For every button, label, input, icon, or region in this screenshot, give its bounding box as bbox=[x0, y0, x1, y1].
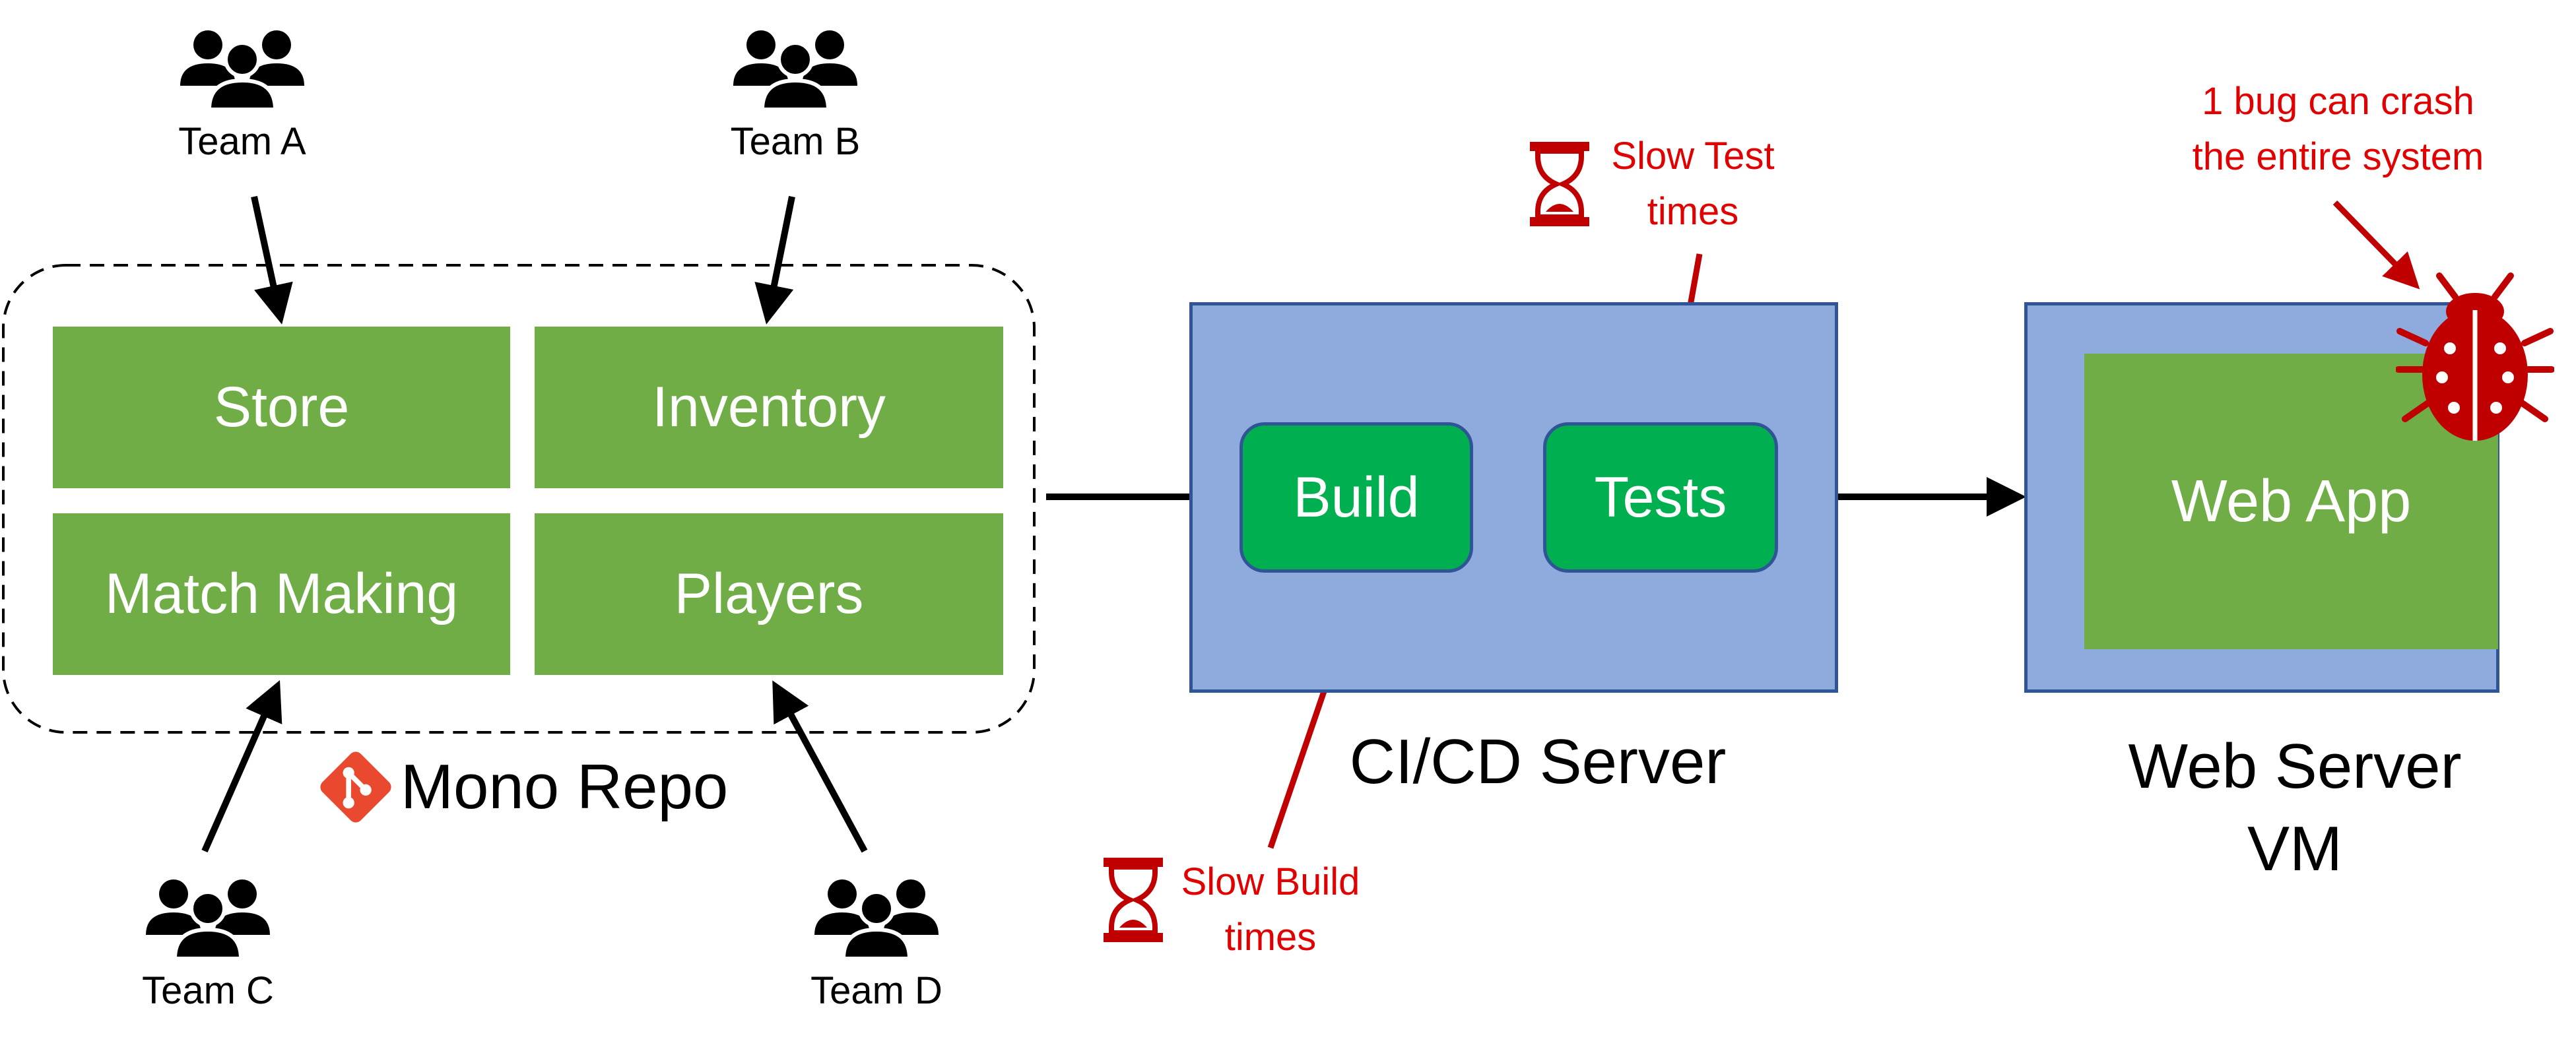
team-a: Team A bbox=[143, 25, 341, 164]
team-icon bbox=[733, 30, 857, 111]
arrow-team-b bbox=[754, 196, 795, 325]
arrow-team-c bbox=[201, 680, 282, 853]
bug-note: 1 bug can crash the entire system bbox=[2148, 74, 2528, 185]
stage-build: Build bbox=[1239, 422, 1473, 573]
slow-build-note: Slow Build times bbox=[1158, 854, 1383, 965]
slow-test-line1: Slow Test bbox=[1611, 135, 1775, 177]
bug-icon bbox=[2396, 272, 2554, 441]
team-icon bbox=[146, 879, 270, 961]
arrow-team-d bbox=[772, 680, 868, 853]
web-server-label: Web Server VM bbox=[2090, 726, 2499, 891]
team-d: Team D bbox=[777, 874, 975, 1013]
team-icon bbox=[180, 30, 304, 111]
team-d-label: Team D bbox=[810, 969, 942, 1012]
ci-server-label: CI/CD Server bbox=[1349, 726, 1727, 797]
module-store: Store bbox=[53, 327, 510, 488]
arrow-bug bbox=[2332, 200, 2420, 290]
module-players: Players bbox=[535, 513, 1003, 675]
web-server-label-line1: Web Server bbox=[2128, 731, 2462, 802]
repo-label-text: Mono Repo bbox=[401, 751, 729, 822]
slow-test-line2: times bbox=[1647, 190, 1739, 234]
slow-test-note: Slow Test times bbox=[1584, 129, 1802, 239]
team-icon bbox=[814, 879, 939, 961]
web-server-label-line2: VM bbox=[2247, 813, 2342, 884]
hourglass-icon bbox=[1530, 142, 1589, 226]
repo-label: Mono Repo bbox=[320, 751, 728, 823]
team-b-label: Team B bbox=[730, 120, 861, 163]
arrow-team-a bbox=[251, 195, 293, 325]
hourglass-icon bbox=[1104, 858, 1163, 942]
module-inventory: Inventory bbox=[535, 327, 1003, 488]
module-match-making: Match Making bbox=[53, 513, 510, 675]
slow-build-line1: Slow Build bbox=[1181, 860, 1360, 903]
team-c: Team C bbox=[109, 874, 307, 1013]
stage-tests: Tests bbox=[1543, 422, 1778, 573]
bug-note-line1: 1 bug can crash bbox=[2202, 80, 2474, 123]
git-icon bbox=[320, 751, 391, 823]
bug-note-line2: the entire system bbox=[2192, 135, 2484, 179]
team-a-label: Team A bbox=[178, 120, 306, 163]
team-c-label: Team C bbox=[142, 969, 274, 1012]
slow-build-line2: times bbox=[1224, 916, 1317, 959]
team-b: Team B bbox=[696, 25, 894, 164]
repo-boundary bbox=[2, 264, 1036, 734]
